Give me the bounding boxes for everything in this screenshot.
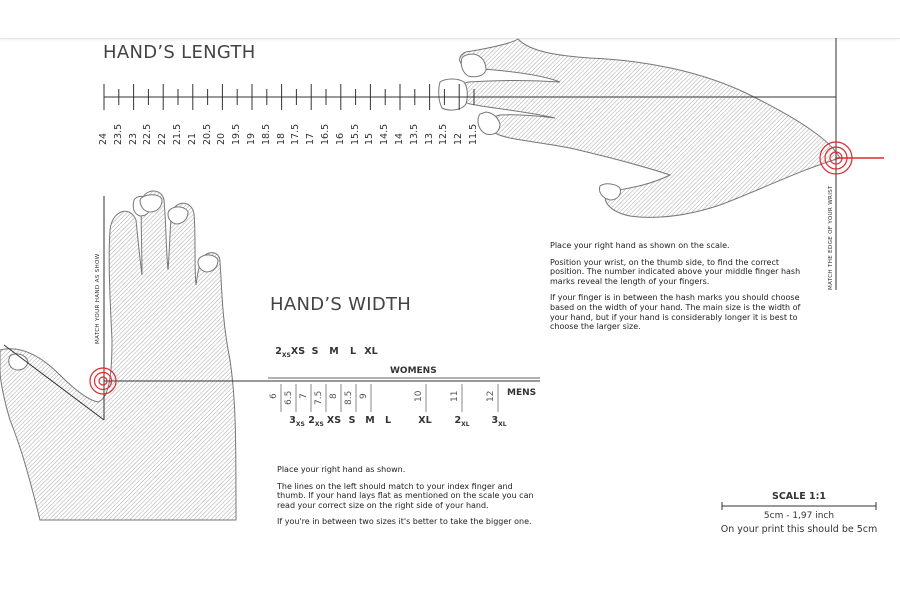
hand-width-title: HAND’S WIDTH — [270, 294, 412, 315]
length-tick-label: 21.5 — [172, 123, 183, 145]
womens-size-label: 2XS — [275, 346, 291, 359]
length-tick-label: 19 — [246, 132, 257, 145]
wrist-edge-label: MATCH THE EDGE OF YOUR WRIST — [828, 185, 834, 290]
length-tick-label: 13 — [423, 132, 435, 145]
width-scale — [3, 196, 540, 421]
width-tick-label: 9 — [359, 393, 369, 399]
width-tick-label: 11 — [450, 390, 460, 402]
width-instructions: Place your right hand as shown. The line… — [277, 465, 542, 534]
womens-size-label: XS — [290, 346, 306, 357]
length-tick-label: 12 — [453, 132, 465, 145]
mens-size-label: XS — [326, 415, 342, 426]
mens-size-label: XL — [418, 415, 432, 426]
length-tick-label: 12.5 — [438, 123, 450, 145]
mens-size-label: 2XS — [308, 415, 324, 428]
length-tick-label: 15 — [364, 132, 376, 145]
mens-label: MENS — [507, 388, 537, 398]
width-tick-label: 12 — [486, 390, 496, 402]
length-tick-label: 20.5 — [201, 123, 213, 145]
length-tick-label: 18 — [275, 132, 287, 145]
womens-size-label: XL — [364, 346, 378, 357]
top-bar — [0, 0, 900, 39]
womens-size-label: L — [349, 346, 357, 357]
left-hand-illustration — [0, 190, 237, 521]
mens-size-label: L — [384, 415, 392, 426]
length-tick-label: 13.5 — [408, 123, 420, 145]
length-tick-label: 14 — [394, 132, 405, 145]
mens-size-label: 3XL — [491, 415, 507, 428]
womens-size-label: M — [329, 346, 339, 357]
scale-measure: 5cm - 1,97 inch — [763, 511, 835, 521]
length-tick-label: 20 — [216, 132, 228, 145]
mens-size-label: S — [348, 415, 356, 426]
index-target — [89, 367, 117, 395]
length-tick-label: 17.5 — [290, 123, 302, 145]
width-tick-label: 7 — [299, 393, 309, 399]
length-tick-label: 23 — [127, 132, 139, 145]
hand-match-label: MATCH YOUR HAND AS SHOW — [95, 253, 101, 344]
width-tick-label: 6 — [269, 393, 279, 399]
length-tick-label: 14.5 — [379, 123, 391, 145]
hand-length-title: HAND’S LENGTH — [103, 42, 256, 63]
mens-size-label: 2XL — [454, 415, 470, 428]
scale-note: On your print this should be 5cm — [720, 524, 878, 535]
mens-size-label: M — [365, 415, 375, 426]
womens-label: WOMENS — [390, 366, 437, 376]
width-tick-label: 8.5 — [344, 390, 354, 405]
length-tick-label: 16 — [334, 132, 346, 145]
length-tick-label: 23.5 — [112, 123, 124, 145]
length-instruction-1: Place your right hand as shown on the sc… — [550, 241, 730, 250]
length-tick-label: 21 — [186, 132, 198, 145]
right-hand-illustration — [438, 38, 841, 218]
length-tick-label: 22.5 — [142, 123, 154, 145]
width-instruction-3: If you're in between two sizes it's bett… — [277, 517, 532, 527]
mens-size-label: 3XS — [289, 415, 305, 428]
length-tick-label: 18.5 — [260, 123, 272, 145]
thumb-guide-line — [3, 344, 105, 421]
scale-bar — [721, 502, 877, 510]
length-instructions: Place your right hand as shown on the sc… — [550, 241, 815, 339]
length-tick-label: 17 — [305, 132, 317, 145]
length-tick-label: 24 — [98, 132, 109, 145]
length-tick-label: 16.5 — [320, 123, 331, 145]
width-tick-label: 8 — [329, 393, 339, 399]
length-tick-label: 19.5 — [231, 123, 243, 145]
width-instruction-1: Place your right hand as shown. — [277, 465, 406, 474]
length-tick-label: 15.5 — [349, 123, 361, 145]
length-instruction-2: Position your wrist, on the thumb side, … — [550, 257, 801, 286]
length-instruction-3: If your finger is in between the hash ma… — [550, 293, 801, 332]
length-tick-label: 22 — [157, 132, 169, 145]
width-tick-label: 6.5 — [284, 390, 294, 405]
scale-title: SCALE 1:1 — [771, 491, 827, 502]
wrist-target — [819, 141, 853, 175]
width-tick-label: 7.5 — [314, 390, 324, 405]
width-tick-label: 10 — [414, 390, 424, 402]
width-instruction-2: The lines on the left should match to yo… — [277, 481, 534, 510]
womens-size-label: S — [311, 346, 319, 357]
length-tick-label: 11.5 — [468, 123, 479, 145]
